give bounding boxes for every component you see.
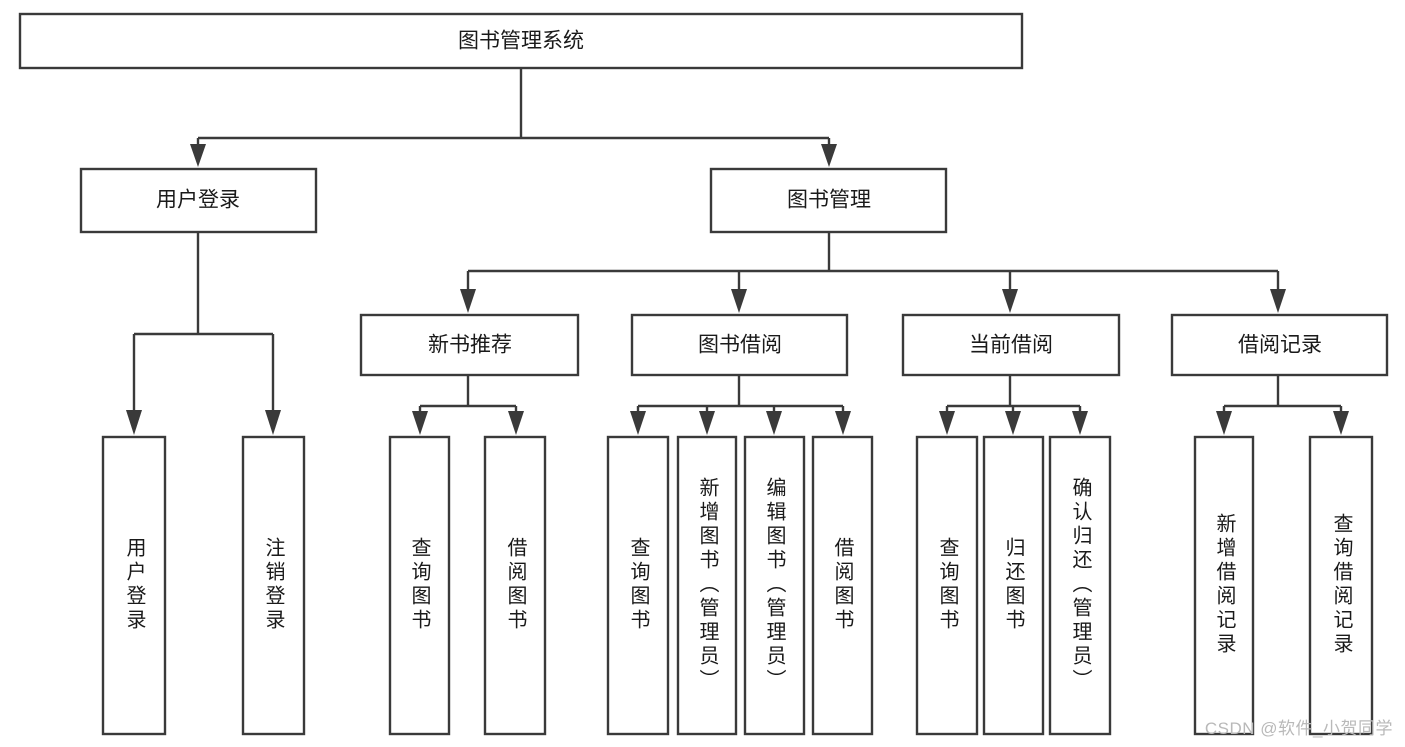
node-book-management-box[interactable]: [709, 167, 948, 234]
node-root-box[interactable]: [18, 12, 1024, 70]
arrow-head-record: [1270, 289, 1286, 313]
leaf-borrow-book-borrow-box[interactable]: [811, 435, 874, 736]
leaf-confirm-return-admin-label: 确认归还（管理员）: [1069, 477, 1092, 693]
connector-group-bookmgmt: [460, 232, 1286, 313]
node-user-login[interactable]: 用户登录: [79, 167, 318, 234]
connector-group-login: [126, 232, 281, 435]
leaf-user-login[interactable]: 用户登录: [101, 435, 167, 736]
arrow-head-borrow: [731, 289, 747, 313]
arrow-head-leaf-query-book-3: [939, 411, 955, 435]
leaf-query-book-newbook-label: 查询图书: [408, 537, 431, 633]
node-book-management-label: 图书管理: [787, 189, 871, 212]
leaf-query-book-newbook[interactable]: 查询图书: [388, 435, 451, 736]
node-book-borrow[interactable]: 图书借阅: [630, 313, 849, 377]
arrow-head-leaf-return-book: [1005, 411, 1021, 435]
leaf-add-book-admin-label: 新增图书（管理员）: [696, 477, 719, 693]
leaf-add-borrow-record-box[interactable]: [1193, 435, 1255, 736]
node-book-borrow-label: 图书借阅: [698, 334, 782, 357]
node-current-borrow[interactable]: 当前借阅: [901, 313, 1121, 377]
node-new-book-recommend-box[interactable]: [359, 313, 580, 377]
arrow-head-leaf-query-book-2: [630, 411, 646, 435]
arrow-head-leaf-confirm-return: [1072, 411, 1088, 435]
leaf-add-book-admin[interactable]: 新增图书（管理员）: [676, 435, 738, 736]
leaf-confirm-return-admin-box[interactable]: [1048, 435, 1112, 736]
arrow-head-leaf-query-record: [1333, 411, 1349, 435]
connector-group-root: [190, 68, 837, 167]
node-borrow-record[interactable]: 借阅记录: [1170, 313, 1389, 377]
leaf-query-book-current[interactable]: 查询图书: [915, 435, 979, 736]
leaf-return-book-label: 归还图书: [1002, 537, 1025, 633]
node-current-borrow-label: 当前借阅: [969, 334, 1053, 357]
leaf-query-borrow-record-box[interactable]: [1308, 435, 1374, 736]
node-user-login-label: 用户登录: [156, 189, 240, 212]
leaf-logout-label: 注销登录: [262, 537, 285, 633]
leaf-edit-book-admin-label: 编辑图书（管理员）: [763, 477, 786, 693]
arrow-head-login: [190, 144, 206, 167]
arrow-head-leaf-user-login: [126, 410, 142, 435]
arrow-head-leaf-borrow-book-2: [835, 411, 851, 435]
node-new-book-recommend[interactable]: 新书推荐: [359, 313, 580, 377]
leaf-logout-box[interactable]: [241, 435, 306, 736]
connector-group-current: [939, 375, 1088, 435]
arrow-head-leaf-edit-book: [766, 411, 782, 435]
node-new-book-recommend-label: 新书推荐: [428, 334, 512, 357]
leaf-query-book-current-box[interactable]: [915, 435, 979, 736]
leaf-query-book-current-label: 查询图书: [936, 537, 959, 633]
arrow-head-leaf-borrow-book-1: [508, 411, 524, 435]
leaf-user-login-label: 用户登录: [123, 537, 146, 633]
node-borrow-record-label: 借阅记录: [1238, 334, 1322, 357]
arrow-head-leaf-add-record: [1216, 411, 1232, 435]
leaf-user-login-box[interactable]: [101, 435, 167, 736]
leaf-query-book-borrow-label: 查询图书: [627, 537, 650, 633]
leaf-edit-book-admin-box[interactable]: [743, 435, 806, 736]
arrow-head-leaf-add-book: [699, 411, 715, 435]
arrow-head-current: [1002, 289, 1018, 313]
leaf-return-book[interactable]: 归还图书: [982, 435, 1045, 736]
node-book-borrow-box[interactable]: [630, 313, 849, 377]
leaf-confirm-return-admin[interactable]: 确认归还（管理员）: [1048, 435, 1112, 736]
leaf-add-borrow-record-label: 新增借阅记录: [1213, 513, 1236, 657]
leaf-borrow-book-newbook-label: 借阅图书: [504, 537, 527, 633]
node-book-management[interactable]: 图书管理: [709, 167, 948, 234]
node-root[interactable]: 图书管理系统: [18, 12, 1024, 70]
leaf-return-book-box[interactable]: [982, 435, 1045, 736]
leaf-add-borrow-record[interactable]: 新增借阅记录: [1193, 435, 1255, 736]
connector-group-newbook: [412, 375, 524, 435]
leaf-borrow-book-borrow[interactable]: 借阅图书: [811, 435, 874, 736]
node-root-label: 图书管理系统: [458, 30, 584, 53]
leaf-query-book-newbook-box[interactable]: [388, 435, 451, 736]
leaf-logout[interactable]: 注销登录: [241, 435, 306, 736]
connector-group-borrow: [630, 375, 851, 435]
leaf-borrow-book-newbook[interactable]: 借阅图书: [483, 435, 547, 736]
leaf-query-borrow-record[interactable]: 查询借阅记录: [1308, 435, 1374, 736]
arrow-head-bookmgmt: [821, 144, 837, 167]
arrow-head-leaf-logout: [265, 410, 281, 435]
leaf-edit-book-admin[interactable]: 编辑图书（管理员）: [743, 435, 806, 736]
leaf-borrow-book-newbook-box[interactable]: [483, 435, 547, 736]
arrow-head-newbook: [460, 289, 476, 313]
node-borrow-record-box[interactable]: [1170, 313, 1389, 377]
node-current-borrow-box[interactable]: [901, 313, 1121, 377]
leaf-query-borrow-record-label: 查询借阅记录: [1330, 513, 1353, 657]
arrow-head-leaf-query-book-1: [412, 411, 428, 435]
node-user-login-box[interactable]: [79, 167, 318, 234]
leaf-borrow-book-borrow-label: 借阅图书: [831, 537, 854, 633]
leaf-query-book-borrow[interactable]: 查询图书: [606, 435, 670, 736]
connector-group-record: [1216, 375, 1349, 435]
leaf-add-book-admin-box[interactable]: [676, 435, 738, 736]
leaf-query-book-borrow-box[interactable]: [606, 435, 670, 736]
